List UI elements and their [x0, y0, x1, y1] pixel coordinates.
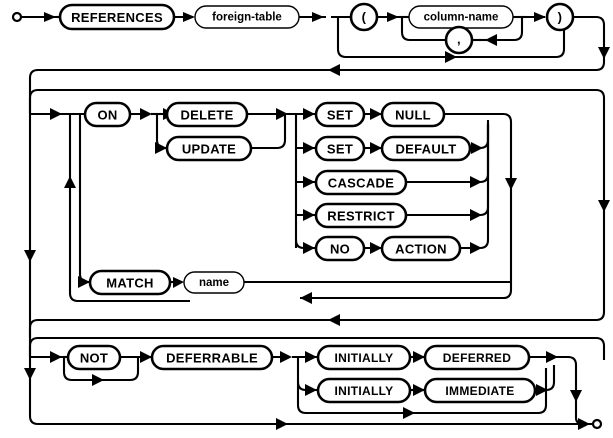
arrow-group2-bypass [24, 250, 36, 262]
arrow-act1 [303, 108, 315, 120]
arrow-to-deferrable [140, 351, 152, 363]
label-lparen: ( [362, 10, 367, 25]
arrow-r1-d [387, 12, 399, 22]
arrow-start [44, 12, 56, 22]
rail-act-join-down [300, 112, 513, 300]
arrow-r1-g [534, 12, 546, 22]
arrow-to-row2 [328, 64, 340, 76]
arrow-deferred-out [546, 351, 558, 363]
label-immediate: IMMEDIATE [445, 384, 514, 398]
row-on-action: ON DELETE UPDATE SET NULL [24, 88, 610, 338]
label-default: DEFAULT [395, 142, 456, 157]
arrow-init1-in [305, 351, 317, 363]
arrow-init2-in [305, 384, 317, 396]
arrow-group2-exit-left [328, 314, 340, 326]
arrow-group2-entry [50, 108, 62, 120]
label-delete: DELETE [180, 108, 233, 123]
arrow-group3-entry [50, 351, 62, 363]
rail-repeat-up-left [68, 114, 190, 303]
arrow-act2 [303, 142, 315, 154]
arrow-group2-exit-down [598, 200, 610, 212]
arrow-act5 [303, 242, 315, 254]
rail-group2-exit [28, 88, 606, 338]
row-deferrable: NOT DEFERRABLE INITIALLY DEFERRED INITIA… [24, 336, 606, 430]
rail-update-out [251, 114, 287, 150]
arrow-default-join [471, 142, 483, 154]
arrow-no [370, 242, 382, 254]
arrow-to-match [78, 276, 90, 288]
label-set-1: SET [327, 108, 353, 123]
arrow-r1-b [312, 12, 324, 22]
arrow-immediate-join [536, 384, 548, 396]
arrow-init1-out [413, 351, 425, 363]
label-references: REFERENCES [71, 10, 163, 25]
rail-init-bypass [296, 357, 548, 415]
arrow-init2-out [413, 384, 425, 396]
arrow-cascade-join [470, 176, 482, 188]
arrow-act-join-down [505, 178, 517, 190]
label-set-2: SET [327, 142, 353, 157]
label-not: NOT [80, 351, 108, 366]
arrow-init-bypass [403, 407, 415, 419]
label-match: MATCH [106, 276, 153, 291]
label-initially-2: INITIALLY [335, 384, 394, 398]
rail-to-update [155, 114, 167, 150]
arrow-act-back [300, 292, 312, 304]
arrow-deferrable-out [280, 351, 292, 363]
arrow-end [578, 418, 590, 430]
arrow-action-join [470, 242, 482, 254]
label-restrict: RESTRICT [327, 209, 394, 224]
rail-group3-right [595, 336, 606, 360]
arrow-on-out [140, 108, 152, 120]
arrow-not-bypass [92, 374, 104, 386]
label-on: ON [97, 108, 117, 123]
rail-to-row2 [28, 15, 606, 90]
arrow-repeat-up [64, 176, 76, 188]
label-name: name [199, 277, 229, 289]
arrow-du-join [276, 108, 288, 120]
label-comma: , [457, 32, 461, 47]
arrow-group3-bypass [24, 368, 36, 380]
arrow-match-out [173, 277, 184, 288]
row-references: REFERENCES foreign-table ( column-name , [11, 2, 610, 90]
end-circle [591, 418, 603, 430]
label-null: NULL [395, 108, 431, 123]
arrow-to-update [155, 142, 167, 154]
arrow-comma [485, 34, 497, 46]
arrow-group3-exit-down [570, 390, 582, 402]
label-update: UPDATE [182, 142, 236, 157]
rail-group2-top [28, 88, 596, 99]
label-column-name: column-name [424, 12, 499, 24]
rail-group3-bypass [28, 338, 596, 426]
arrow-r1-a [183, 12, 195, 22]
rail-group3-top [28, 336, 596, 347]
label-deferrable: DEFERRABLE [166, 351, 258, 366]
arrow-act3 [303, 176, 315, 188]
rail-to-match [78, 114, 90, 284]
start-circle [11, 11, 23, 23]
label-deferred: DEFERRED [443, 351, 511, 365]
arrow-restrict-join [470, 209, 482, 221]
rail-comma-left [400, 17, 446, 42]
label-foreign-table: foreign-table [212, 12, 282, 24]
arrow-paren-bypass [445, 51, 457, 63]
label-cascade: CASCADE [328, 176, 394, 191]
arrow-set2 [370, 142, 382, 154]
label-rparen: ) [558, 10, 563, 25]
label-no: NO [330, 242, 350, 257]
arrow-down-right-1 [598, 47, 610, 59]
arrow-act4 [303, 209, 315, 221]
rail-comma-right [485, 17, 524, 42]
arrow-set1 [370, 108, 382, 120]
label-initially-1: INITIALLY [335, 351, 394, 365]
label-action: ACTION [395, 242, 447, 257]
